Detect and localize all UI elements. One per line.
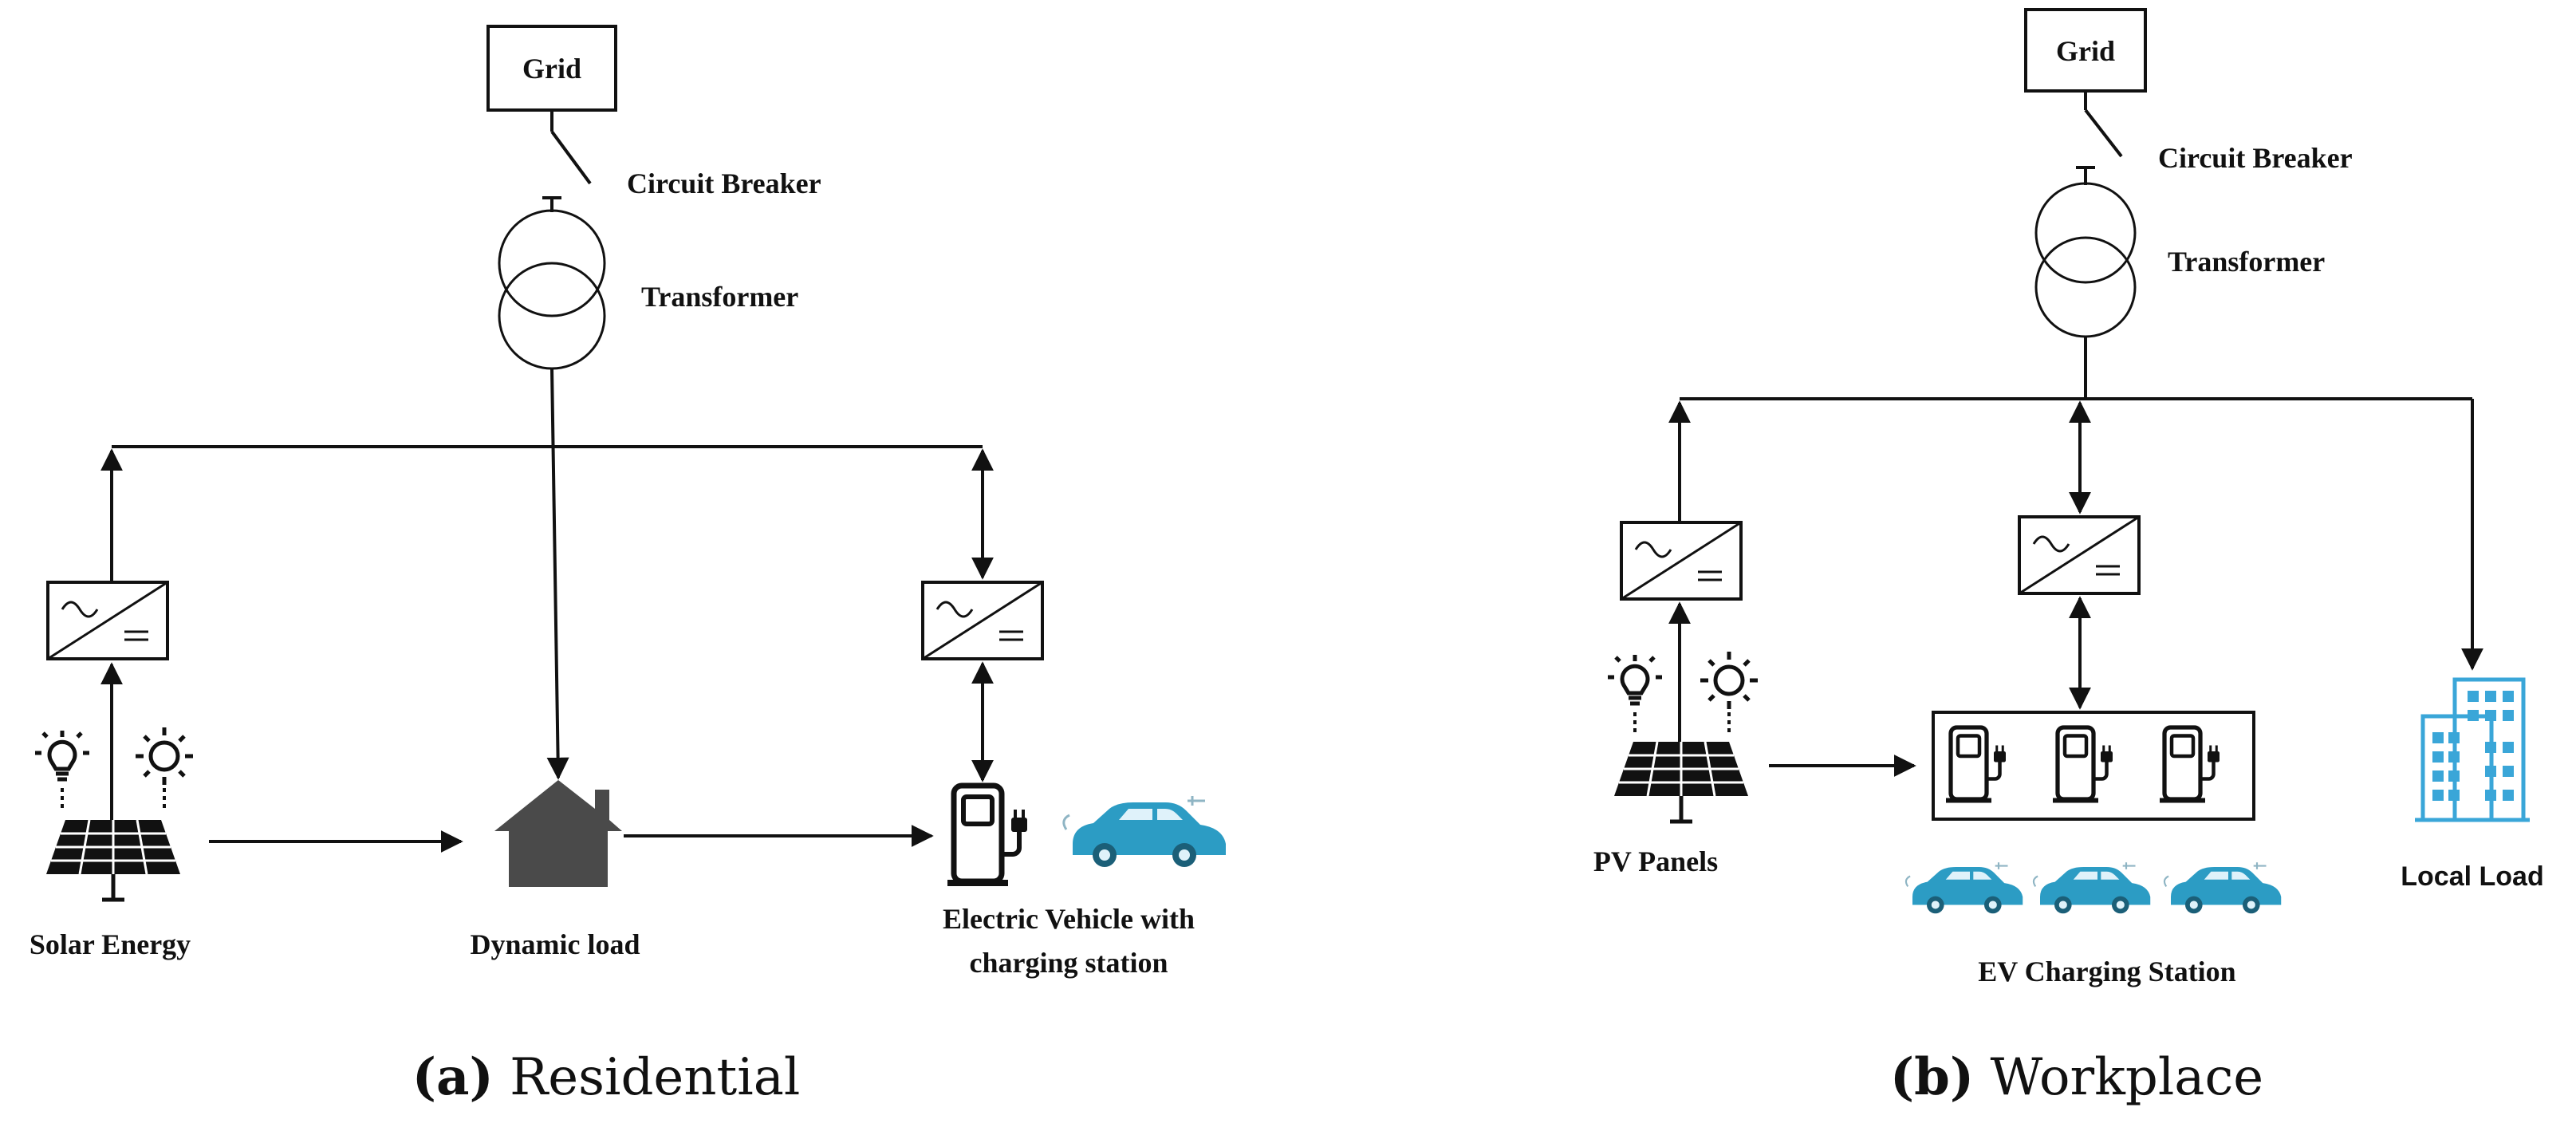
local-load-label: Local Load [2401, 861, 2543, 892]
pv-panels-label: PV Panels [1593, 845, 1718, 877]
dynamic-load-label: Dynamic load [470, 928, 640, 960]
circuit-breaker-switch [2084, 108, 2123, 158]
building-icon [2415, 677, 2530, 822]
charging-station-icon [947, 786, 1027, 883]
solar-panel-icon [1614, 742, 1748, 822]
house-icon [494, 780, 622, 887]
ev-converter [2018, 515, 2141, 595]
ev-label-line2: charging station [969, 947, 1168, 979]
sun-icon [136, 727, 193, 809]
circuit-breaker-label: Circuit Breaker [2158, 142, 2353, 174]
car-icon-1 [1904, 861, 2024, 915]
caption-workplace: (b) Workplace [1890, 1047, 2263, 1107]
caption-text: Residential [494, 1048, 801, 1107]
sun-icon [1700, 652, 1758, 733]
transformer-label: Transformer [641, 281, 798, 313]
car-icon [1062, 794, 1227, 869]
circuit-breaker-switch [550, 130, 592, 185]
ev-converter [921, 581, 1044, 660]
grid-box [486, 25, 617, 112]
caption-tag: (a) [412, 1047, 494, 1107]
pv-inverter [1620, 521, 1743, 601]
solar-inverter [46, 581, 169, 660]
ev-label-line1: Electric Vehicle with [943, 903, 1195, 935]
workplace-diagram: Grid Circuit Breaker Transformer PV Pane… [1593, 8, 2544, 1107]
bulb-icon [35, 731, 89, 809]
grid-label: Grid [2056, 35, 2115, 67]
transformer-symbol [498, 209, 606, 370]
solar-panel-icon [46, 820, 180, 900]
bulb-icon [1608, 655, 1662, 733]
caption-text: Workplace [1974, 1048, 2263, 1107]
solar-energy-label: Solar Energy [30, 928, 191, 960]
circuit-breaker-label: Circuit Breaker [627, 167, 821, 199]
car-icon-2 [2032, 861, 2152, 915]
caption-tag: (b) [1890, 1047, 1974, 1107]
transformer-symbol [2034, 182, 2137, 338]
grid-label: Grid [522, 53, 581, 85]
residential-diagram: Grid Circuit Breaker Transformer Solar E… [30, 25, 1227, 1107]
car-icon-3 [2163, 861, 2283, 915]
transformer-label: Transformer [2168, 246, 2325, 278]
caption-residential: (a) Residential [412, 1047, 801, 1107]
ev-charging-station-label: EV Charging Station [1978, 956, 2235, 987]
transformer-to-load-arrow [546, 368, 569, 780]
